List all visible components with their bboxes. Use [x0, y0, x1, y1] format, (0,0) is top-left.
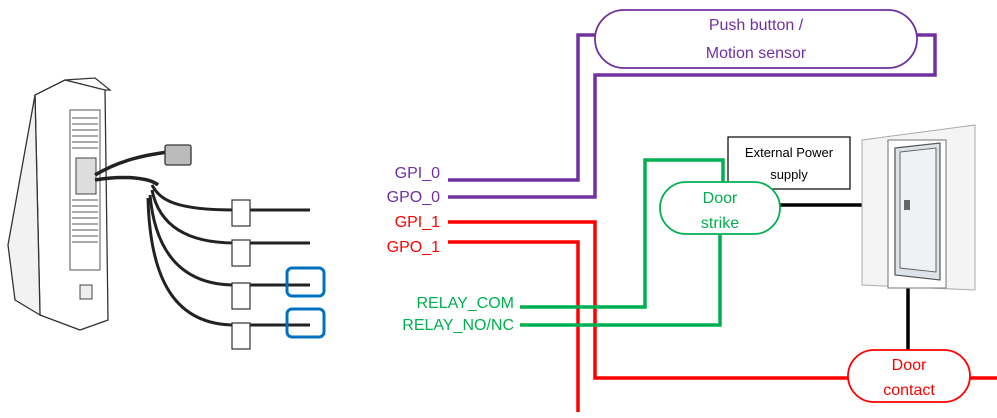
door-strike-label-2: strike	[701, 215, 739, 232]
door-contact-label-1: Door	[892, 357, 927, 374]
gpi-1-label: GPI_1	[395, 214, 440, 231]
gpi-0-label: GPI_0	[395, 165, 440, 182]
green-wires	[520, 158, 725, 327]
gpo-1-label: GPO_1	[387, 239, 440, 256]
purple-wires	[448, 33, 937, 199]
intercom-device-icon	[7, 77, 112, 331]
cable-connector-icon	[164, 144, 251, 350]
door-icon	[861, 124, 976, 291]
power-supply-box: External Power supply	[727, 136, 851, 190]
push-button-label: Push button /	[709, 17, 804, 34]
motion-sensor-label: Motion sensor	[706, 45, 807, 62]
terminal-labels: GPI_0 GPO_0 GPI_1 GPO_1 RELAY_COM RELAY_…	[387, 165, 514, 334]
relay-no-nc-label: RELAY_NO/NC	[402, 317, 514, 334]
door-contact-box: Door contact	[847, 349, 971, 403]
relay-com-label: RELAY_COM	[416, 295, 514, 312]
device-cables	[94, 150, 310, 327]
power-supply-label-2: supply	[770, 167, 808, 182]
power-supply-label-1: External Power	[745, 145, 834, 160]
door-strike-label-1: Door	[703, 190, 738, 207]
relay-wire-highlight	[285, 266, 326, 339]
red-wires	[448, 220, 997, 412]
push-button-box: Push button / Motion sensor	[594, 9, 918, 69]
door-strike-box: Door strike	[659, 181, 781, 235]
door-contact-label-2: contact	[883, 382, 935, 399]
gpo-0-label: GPO_0	[387, 189, 440, 206]
